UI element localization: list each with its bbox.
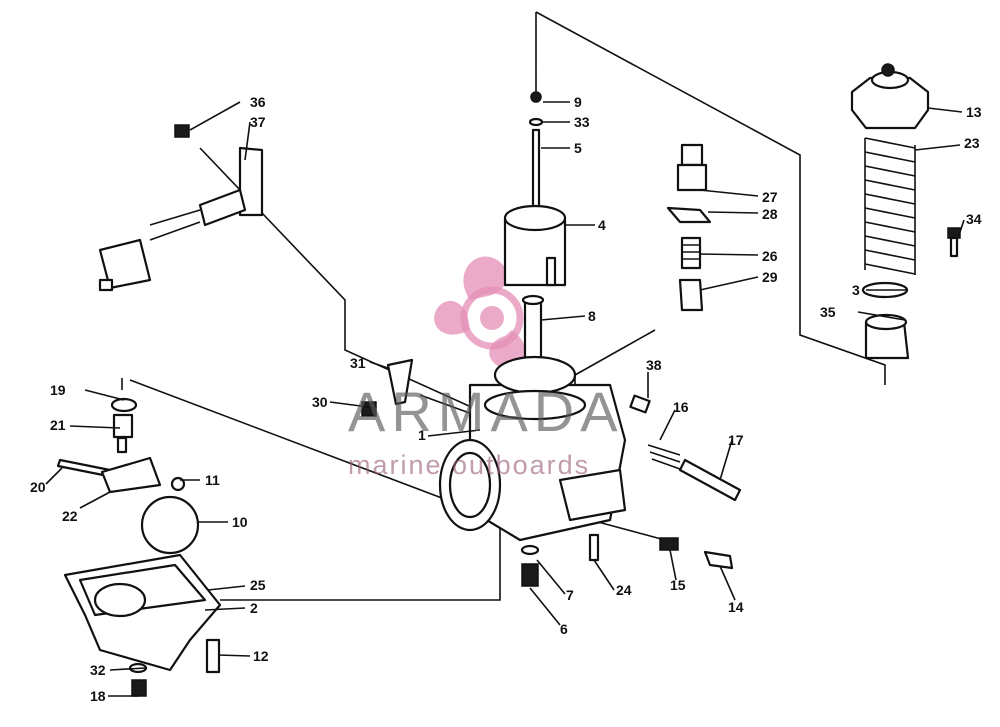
callout-24: 24 (616, 582, 632, 598)
jet-needle (531, 128, 541, 220)
callout-26: 26 (762, 248, 778, 264)
screw (947, 227, 961, 258)
callout-6: 6 (560, 621, 568, 637)
callout-38: 38 (646, 357, 662, 373)
callout-3: 3 (852, 282, 860, 298)
lever-screw (361, 401, 377, 417)
float-bowl (63, 553, 222, 672)
callout-36: 36 (250, 94, 266, 110)
callout-31: 31 (350, 355, 366, 371)
valve-seat (112, 413, 134, 439)
float-clip (170, 476, 186, 492)
main-jet (521, 563, 539, 587)
air-screw (703, 550, 734, 570)
callout-8: 8 (588, 308, 596, 324)
needle-valve-seat (676, 143, 708, 192)
callout-17: 17 (728, 432, 744, 448)
float-needle (116, 436, 128, 454)
choke-lever (386, 358, 414, 406)
callout-19: 19 (50, 382, 66, 398)
callout-34: 34 (966, 211, 982, 227)
callout-20: 20 (30, 479, 46, 495)
o-ring (110, 397, 138, 413)
callout-14: 14 (728, 599, 744, 615)
pilot-jet (588, 533, 600, 562)
callout-32: 32 (90, 662, 106, 678)
callout-25: 25 (250, 577, 266, 593)
callout-11: 11 (205, 472, 220, 488)
jet-washer (520, 544, 540, 556)
throttle-sensor (98, 124, 264, 292)
leader-lines (45, 101, 965, 697)
washer-small (528, 117, 544, 127)
callout-29: 29 (762, 269, 778, 285)
callout-37: 37 (250, 114, 266, 130)
callout-12: 12 (253, 648, 269, 664)
needle-jet (521, 294, 545, 367)
float (140, 495, 200, 555)
callout-1: 1 (418, 427, 426, 443)
float-arm (100, 456, 162, 494)
callout-22: 22 (62, 508, 78, 524)
air-screw-spring (659, 537, 679, 551)
callout-30: 30 (312, 394, 328, 410)
idle-spring (647, 444, 681, 470)
gasket (666, 206, 712, 224)
callout-21: 21 (50, 417, 66, 433)
bowl-screw (205, 638, 221, 674)
callout-27: 27 (762, 189, 778, 205)
throttle-spring (864, 137, 916, 275)
callout-15: 15 (670, 577, 686, 593)
callout-5: 5 (574, 140, 582, 156)
callout-13: 13 (966, 104, 982, 120)
cable-holder (864, 313, 910, 360)
clip (530, 91, 542, 103)
carburetor-body (438, 355, 627, 542)
throttle-slide (503, 204, 567, 287)
idle-screw (678, 458, 742, 502)
callout-4: 4 (598, 217, 606, 233)
drain-plug (131, 679, 147, 697)
callout-33: 33 (574, 114, 590, 130)
watermark-tagline: marine outboards (348, 450, 591, 480)
valve-cap (678, 278, 704, 312)
callout-28: 28 (762, 206, 778, 222)
callout-10: 10 (232, 514, 248, 530)
callout-35: 35 (820, 304, 836, 320)
part-callouts: 1 2 3 4 5 6 7 8 9 10 11 12 13 14 15 16 1… (30, 94, 982, 704)
callout-9: 9 (574, 94, 582, 110)
callout-7: 7 (566, 587, 574, 603)
callout-23: 23 (964, 135, 980, 151)
top-cap (850, 63, 930, 130)
watermark-brand: ARMADA (348, 380, 624, 443)
callout-16: 16 (673, 399, 689, 415)
valve-spring (680, 236, 702, 270)
callout-2: 2 (250, 600, 258, 616)
pin (629, 394, 651, 414)
callout-18: 18 (90, 688, 106, 704)
